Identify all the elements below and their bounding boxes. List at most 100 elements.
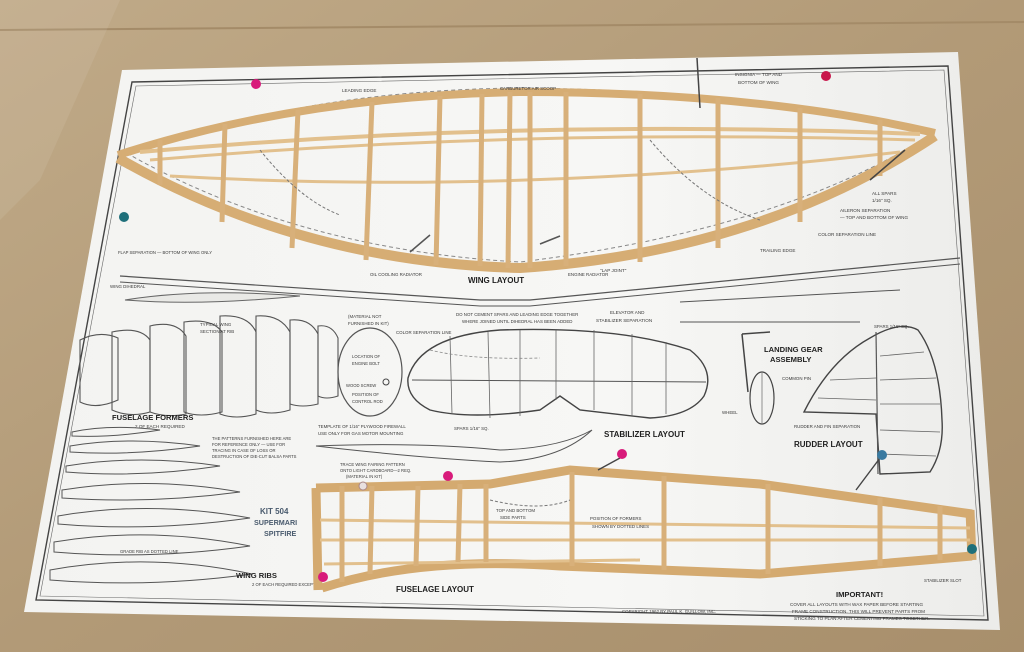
- wing-fairing-pattern: [315, 429, 593, 463]
- wing-ribs-title: WING RIBS: [236, 571, 277, 580]
- label-grade-note: GRADE RIB AS DOTTED LINE: [120, 549, 179, 554]
- wing-spar-2: [149, 135, 916, 162]
- pin-teal-2: [877, 450, 887, 460]
- model-name-2: SPITFIRE: [264, 529, 297, 538]
- label-insignia-2: BOTTOM OF WING: [738, 80, 779, 85]
- wing-print-outline: [128, 87, 932, 263]
- label-typical-wing: TYPICAL WING: [200, 322, 232, 327]
- rudder-layout-title: RUDDER LAYOUT: [794, 440, 863, 449]
- rudder-layout: [802, 325, 943, 475]
- label-pattern-note-2: FOR REFERENCE ONLY — USE FOR: [212, 442, 285, 447]
- label-stabilizer-slot: STABILIZER SLOT: [924, 578, 962, 583]
- wing-pin-shaft-2: [869, 149, 906, 181]
- label-leading-edge: LEADING EDGE: [342, 88, 376, 93]
- rudder-outline: [802, 325, 943, 475]
- wing-dihedral-view: [119, 257, 961, 307]
- fuselage-bottom-longeron: [320, 551, 973, 593]
- fuselage-uprights: [339, 472, 943, 582]
- label-position-rod-2: CONTROL ROD: [352, 399, 383, 404]
- stabilizer-layout: [407, 328, 709, 419]
- label-position-rod: POSITION OF: [352, 392, 379, 397]
- label-wheel: WHEEL: [722, 410, 738, 415]
- pin-magenta-5: [318, 572, 328, 582]
- fuselage-formers: [79, 315, 339, 418]
- label-all-spars-2: 1/16" SQ.: [872, 198, 892, 203]
- wing-trailing-edge: [115, 131, 938, 274]
- label-color-sep-stab: COLOR SEPARATION LINE: [396, 330, 452, 335]
- label-common-pin: COMMON PIN: [782, 376, 811, 381]
- wing-pin-shaft-3: [409, 234, 431, 253]
- pin-teal-3: [967, 544, 977, 554]
- label-insignia: INSIGNIA — TOP AND: [735, 72, 783, 77]
- cardboard-seam: [0, 21, 1024, 31]
- plastic-sheen: [0, 0, 120, 220]
- fuselage-stringer-1: [319, 518, 971, 530]
- firewall-template: [337, 327, 403, 417]
- stabilizer-ribs: [449, 330, 667, 419]
- stabilizer-layout-title: STABILIZER LAYOUT: [604, 430, 685, 439]
- label-wing-dihedral: WING DIHEDRAL: [110, 284, 146, 289]
- fuselage-layout: [311, 457, 977, 593]
- wing-ribs-patterns: [49, 426, 253, 584]
- label-pattern-note-4: DESTRUCTION OF DIE-CUT BALSA PARTS: [212, 454, 297, 459]
- pin-white: [358, 481, 368, 491]
- wing-layout: [115, 57, 938, 274]
- fuselage-nose: [311, 487, 323, 591]
- label-rudder-spars: SPARS 1/16" SQ.: [874, 324, 909, 329]
- label-ribs-note: 2 OF EACH REQUIRED EXCEPT F1: [252, 582, 322, 587]
- label-dihedral-note-2: WHERE JOINED UNTIL DIHEDRAL HAS BEEN ADD…: [462, 319, 572, 324]
- wing-pin-shaft: [696, 57, 701, 109]
- stabilizer-outline: [407, 328, 709, 419]
- label-color-sep: COLOR SEPARATION LINE: [818, 232, 876, 237]
- label-location-engine: LOCATION OF: [352, 354, 381, 359]
- important-note-1: COVER ALL LAYOUTS WITH WAX PAPER BEFORE …: [790, 602, 923, 607]
- label-aileron-sep: AILERON SEPARATION: [840, 208, 890, 213]
- pins: [119, 71, 977, 582]
- label-top-bottom: TOP AND BOTTOM: [496, 508, 535, 513]
- label-aileron-sep-2: — TOP AND BOTTOM OF WING: [840, 215, 908, 220]
- label-all-spars: ALL SPARS: [872, 191, 897, 196]
- wing-ribs: [157, 91, 883, 269]
- wing-spar-1: [139, 126, 921, 154]
- wing-leading-edge: [116, 87, 936, 159]
- label-lap-joint: "LAP JOINT": [600, 268, 627, 273]
- label-material-not: (MATERIAL NOT: [348, 314, 382, 319]
- label-material-not-2: FURNISHED IN KIT): [348, 321, 389, 326]
- label-dihedral-note-1: DO NOT CEMENT SPARS AND LEADING EDGE TOG…: [456, 312, 578, 317]
- label-location-engine-2: ENGINE BOLT: [352, 361, 380, 366]
- wing-pin-shaft-4: [539, 235, 561, 245]
- label-typical-wing-2: SECTION AT RIB: [200, 329, 234, 334]
- fuselage-formers-title: FUSELAGE FORMERS: [112, 413, 193, 422]
- label-carburetor: CARBURETOR AIR SCOOP: [500, 86, 556, 91]
- fuselage-print-line: [489, 499, 571, 507]
- copyright: COPYRIGHT 1962 BY PAUL K. GUILLOW, INC.: [622, 609, 716, 614]
- fuselage-top-longeron: [315, 465, 973, 519]
- label-trailing-edge: TRAILING EDGE: [760, 248, 795, 253]
- kit-number: KIT 504: [260, 507, 289, 516]
- label-position-formers: POSITION OF FORMERS: [590, 516, 642, 521]
- label-trace-note-3: (MATERIAL IN KIT): [346, 474, 383, 479]
- paper-inner-border: [39, 69, 985, 617]
- label-top-bottom-2: SIDE PARTS: [500, 515, 526, 520]
- important-note-2: FRAME CONSTRUCTION. THIS WILL PREVENT PA…: [792, 609, 925, 614]
- fuselage-pin-shaft-2: [597, 457, 621, 471]
- firewall-screw: [382, 378, 390, 386]
- label-formers-note: 2 OF EACH REQUIRED: [135, 424, 185, 429]
- label-trace-note-1: TRACE WING FAIRING PATTERN: [340, 462, 405, 467]
- label-pattern-note-3: TRACING IN CASE OF LOSS OR: [212, 448, 276, 453]
- pin-magenta-3: [443, 471, 453, 481]
- pin-magenta-2: [821, 71, 831, 81]
- label-template-firewall: TEMPLATE OF 1/16" PLYWOOD FIREWALL: [318, 424, 406, 429]
- label-flap-sep: FLAP SEPARATION — BOTTOM OF WING ONLY: [118, 250, 212, 255]
- label-wood-screw: WOOD SCREW: [346, 383, 376, 388]
- wing-panel-line-2: [649, 139, 761, 221]
- model-name-1: SUPERMARI: [254, 518, 297, 527]
- fuselage-stringer-3: [323, 558, 641, 566]
- label-elevator-sep-2: STABILIZER SEPARATION: [596, 318, 652, 323]
- pin-magenta-1: [251, 79, 261, 89]
- paper-border: [35, 65, 989, 621]
- label-spars-stab: SPARS 1/16" SQ.: [454, 426, 489, 431]
- important-title: IMPORTANT!: [836, 590, 883, 599]
- stabilizer-spar: [411, 379, 707, 383]
